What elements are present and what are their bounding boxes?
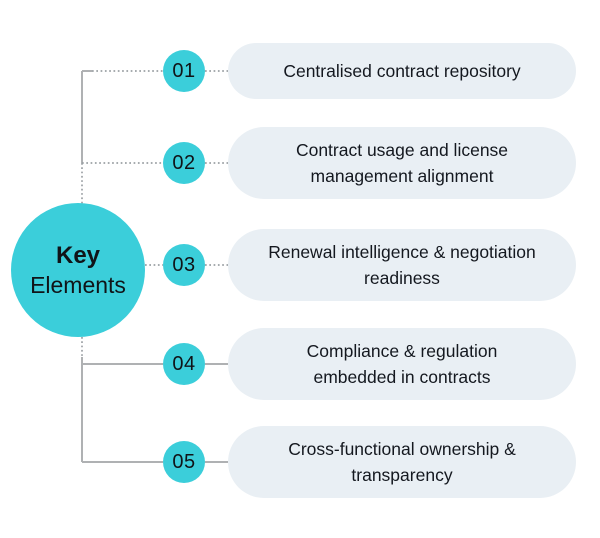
pill-03: Renewal intelligence & negotiation readi… xyxy=(228,229,576,301)
node-02-number: 02 xyxy=(172,151,196,174)
node-03-circle: 03 xyxy=(163,244,205,286)
hub-title-line2: Elements xyxy=(30,272,126,298)
node-05-circle: 05 xyxy=(163,441,205,483)
node-03-number: 03 xyxy=(172,253,196,276)
node-02-circle: 02 xyxy=(163,142,205,184)
hub-title-line1: Key xyxy=(55,242,101,269)
pill-05: Cross-functional ownership & transparenc… xyxy=(228,426,576,498)
pill-03-label: Renewal intelligence & negotiation readi… xyxy=(268,242,536,288)
node-04-number: 04 xyxy=(172,352,196,375)
pill-02: Contract usage and license management al… xyxy=(228,127,576,199)
node-01-number: 01 xyxy=(172,59,196,82)
pill-02-label: Contract usage and license management al… xyxy=(295,140,509,186)
node-04-circle: 04 xyxy=(163,343,205,385)
node-01-circle: 01 xyxy=(163,50,205,92)
pill-04: Compliance & regulation embedded in cont… xyxy=(228,328,576,400)
pill-04-label: Compliance & regulation embedded in cont… xyxy=(306,341,498,387)
pill-01: Centralised contract repository xyxy=(228,43,576,99)
pill-01-label: Centralised contract repository xyxy=(283,61,521,81)
hub-circle: Key Elements xyxy=(11,203,145,337)
pill-05-label: Cross-functional ownership & transparenc… xyxy=(288,439,516,485)
node-05-number: 05 xyxy=(172,450,196,473)
